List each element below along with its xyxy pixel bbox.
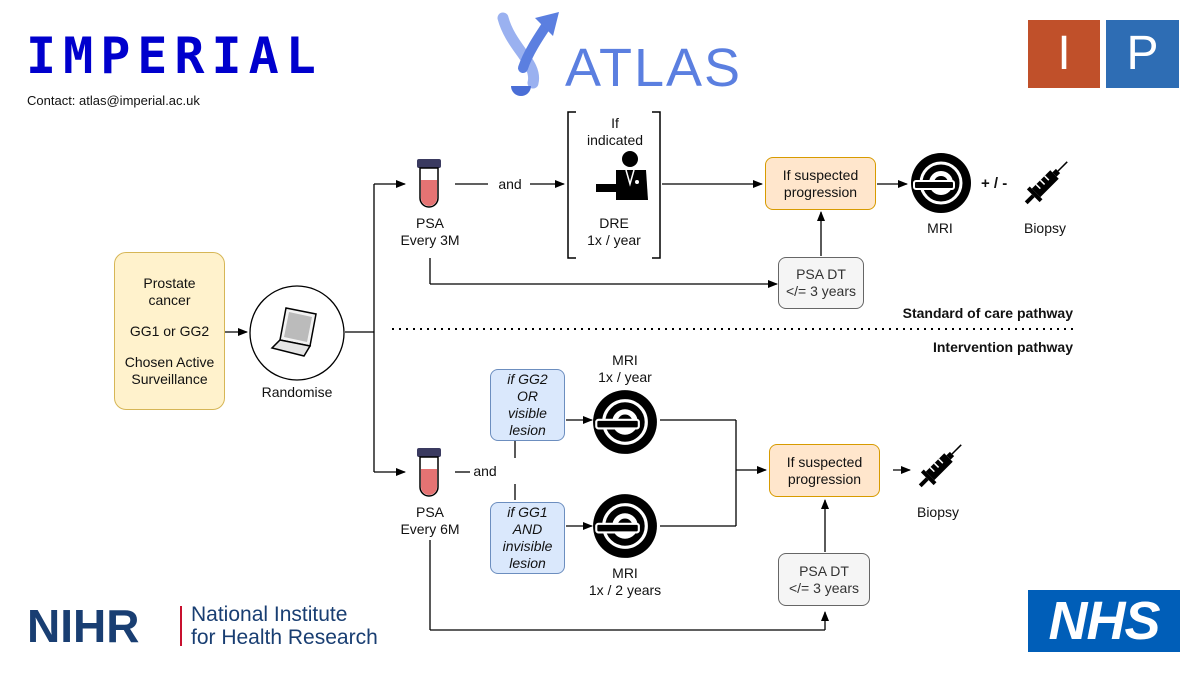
mri-label-standard: MRI [927,220,953,236]
start-line-2: cancer [148,291,191,308]
start-box: Prostate cancer GG1 or GG2 Chosen Active… [114,252,225,410]
dre-frequency: DRE 1x / year [570,215,658,249]
cond-b-line-1: if GG1 [507,504,548,520]
mri-scanner-icon [593,494,657,558]
start-line-4: Chosen Active [124,353,215,370]
start-line-3: GG1 or GG2 [129,322,210,339]
standard-pathway-label: Standard of care pathway [902,305,1073,321]
ip-logo: I P [1028,20,1179,88]
ip-logo-p: P [1106,20,1179,88]
psadt-threshold: </= 3 years [785,283,857,299]
nihr-name: National Institute for Health Research [191,603,391,649]
randomise-label: Randomise [261,384,333,400]
biopsy-label-standard: Biopsy [1023,220,1067,236]
laptop-icon [249,285,345,381]
cond-a-line-2: OR [517,388,538,404]
dre-title: DRE [599,215,629,231]
intervention-pathway-label: Intervention pathway [932,339,1073,355]
psa-6m-title: PSA [415,504,444,520]
psadt-box-intervention: PSA DT </= 3 years [778,553,870,606]
mri-scanner-icon [911,153,971,213]
psadt-int-title: PSA DT [799,562,849,579]
suspected-line-2: progression [783,183,858,200]
mri-yearly-label: MRI 1x / year [580,352,670,386]
mri-scanner-icon [593,390,657,454]
cond-a-line-3: visible [508,405,547,421]
cond-b-line-4: lesion [509,555,546,571]
dre-frequency-text: 1x / year [587,232,641,248]
psa-3m-frequency: Every 3M [400,232,460,248]
mri-b-title: MRI [612,565,638,581]
cond-a-line-1: if GG2 [507,371,548,387]
and-label-standard: and [498,176,522,192]
syringe-icon [1024,161,1068,205]
start-line-1: Prostate [143,274,196,291]
mri-a-frequency: 1x / year [598,369,652,385]
atlas-logo-icon [497,12,559,96]
suspected-progression-standard: If suspected progression [765,157,876,210]
plus-minus-label: + / - [981,175,1008,192]
condition-box-visible: if GG2 OR visible lesion [490,369,565,441]
contact-text: Contact: atlas@imperial.ac.uk [27,93,200,108]
psa-3m-label: PSA Every 3M [385,215,475,249]
doctor-icon [596,151,648,200]
atlas-logo-text: ATLAS [565,38,743,98]
psadt-int-threshold: </= 3 years [788,579,860,596]
psadt-title: PSA DT [796,266,846,282]
mri-a-title: MRI [612,352,638,368]
and-label-intervention: and [473,463,497,479]
dre-if: If [611,115,619,131]
syringe-icon [918,444,962,488]
imperial-logo: IMPERIAL [26,27,323,85]
mri-biennial-label: MRI 1x / 2 years [575,565,675,599]
nihr-divider [180,606,182,646]
suspected-progression-intervention: If suspected progression [769,444,880,497]
psa-6m-frequency: Every 6M [400,521,460,537]
nihr-name-line-1: National Institute [191,603,348,626]
suspected-line-1: If suspected [782,166,859,183]
suspected-int-line-2: progression [787,470,862,487]
ip-logo-i: I [1028,20,1100,88]
psa-3m-title: PSA [415,215,444,231]
psadt-box-standard: PSA DT </= 3 years [778,257,864,309]
cond-b-line-2: AND [512,521,543,537]
dre-bracket [567,111,661,259]
cond-b-line-3: invisible [502,538,553,554]
mri-b-frequency: 1x / 2 years [588,582,662,598]
blood-vial-icon [417,448,441,497]
biopsy-label-intervention: Biopsy [916,504,960,520]
psa-6m-label: PSA Every 6M [385,504,475,538]
cond-a-line-4: lesion [509,422,546,438]
dre-indicated-text: indicated [586,132,644,148]
start-line-5: Surveillance [131,370,208,387]
dre-indicated: If indicated [575,115,655,149]
nihr-name-line-2: for Health Research [191,626,378,649]
nhs-logo: NHS [1028,590,1180,652]
blood-vial-icon [417,159,441,208]
nihr-logo-text: NIHR [27,600,140,652]
condition-box-invisible: if GG1 AND invisible lesion [490,502,565,574]
suspected-int-line-1: If suspected [786,453,863,470]
